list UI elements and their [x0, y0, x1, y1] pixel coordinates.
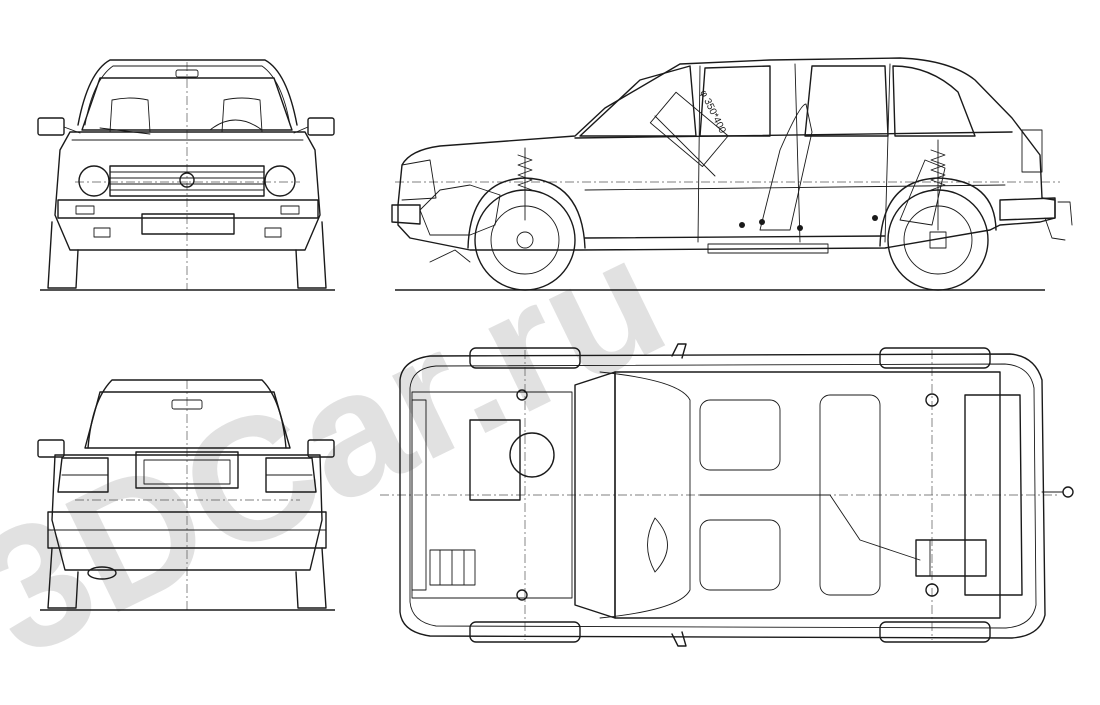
front-bumper: [57, 199, 319, 219]
side-sill-line: [584, 235, 886, 239]
top-front-strut-top: [516, 389, 528, 401]
top-mirror-left: [671, 343, 687, 359]
rear-brake-light: [171, 399, 203, 410]
top-seat-front-right: [699, 519, 781, 591]
top-view: [380, 343, 1074, 647]
foglight-right: [264, 227, 282, 238]
side-rear-hub: [929, 231, 947, 249]
exhaust-pipe: [87, 566, 117, 580]
rear-tyre-left: [47, 547, 79, 609]
grille-slats: [109, 171, 265, 191]
watermark-text: 3DCar.ru: [0, 199, 692, 694]
mirror-left: [37, 117, 65, 136]
side-b-pillar: [794, 63, 801, 243]
rear-bumper: [47, 511, 327, 549]
front-tyre-right: [295, 221, 327, 289]
top-rear-strut-top: [925, 393, 939, 407]
steering-wheel: [209, 119, 263, 131]
front-grille: [109, 165, 265, 197]
front-plate: [141, 213, 235, 235]
front-emblem: [179, 172, 195, 188]
rear-plate: [143, 459, 231, 485]
top-engine-block: [469, 419, 521, 501]
top-rear-window: [964, 394, 1023, 596]
rear-mirror-right: [307, 439, 335, 458]
top-wheel-front-left: [469, 347, 581, 369]
top-tow-hook: [1062, 486, 1074, 498]
top-muffler: [915, 539, 987, 577]
foglight-left: [93, 227, 111, 238]
rear-body: [51, 454, 323, 571]
indicator-left: [75, 205, 95, 215]
side-tow-hook: [1044, 201, 1073, 241]
mirror-right: [307, 117, 335, 136]
headlight-right: [264, 165, 296, 197]
side-front-hub: [516, 231, 534, 249]
rear-plate-recess: [135, 451, 239, 489]
rear-view: [37, 379, 335, 611]
side-headlamp: [401, 159, 437, 201]
side-front-bumper: [391, 204, 421, 225]
rear-mirror-left: [37, 439, 65, 458]
top-mirror-right: [671, 631, 687, 647]
interior-mirror: [175, 69, 199, 78]
rear-tyre-right: [295, 547, 327, 609]
front-view: [37, 59, 335, 291]
side-steering-column: [654, 115, 716, 177]
seat-left: [109, 97, 151, 133]
top-wheel-rear-left: [879, 347, 991, 369]
rear-window: [84, 391, 291, 449]
top-front-strut-bottom: [516, 589, 528, 601]
side-front-seat: [759, 103, 813, 231]
taillight-right: [265, 457, 317, 493]
top-radiator: [411, 399, 427, 591]
side-windshield-glass: [579, 65, 697, 137]
top-rear-strut-bottom: [925, 583, 939, 597]
side-rear-bumper: [999, 197, 1056, 221]
watermark: 3DCar.ru: [0, 199, 692, 694]
side-rear-seat: [899, 159, 946, 226]
side-quarter-glass: [892, 65, 976, 137]
side-body-outline: [397, 57, 1056, 251]
top-wheel-front-right: [469, 621, 581, 643]
indicator-right: [280, 205, 300, 215]
front-roofline: [77, 59, 298, 126]
side-front-door: [697, 65, 701, 243]
top-battery: [429, 549, 476, 586]
headlight-left: [78, 165, 110, 197]
side-view: φ 350*400: [391, 57, 1073, 291]
side-exhaust: [707, 243, 829, 254]
seat-right: [221, 97, 263, 133]
top-exhaust-route: [699, 494, 921, 561]
side-rear-door-glass: [804, 65, 889, 137]
top-seat-front-left: [699, 399, 781, 471]
top-cabin: [614, 371, 1001, 619]
side-rear-strut: [930, 139, 946, 231]
taillight-left: [57, 457, 109, 493]
top-body-outline: [399, 353, 1046, 639]
side-engine: [419, 184, 501, 236]
side-pedal-box: [649, 91, 729, 167]
side-rear-arch: [879, 177, 997, 247]
front-body: [54, 131, 321, 251]
front-tyre-left: [47, 221, 79, 289]
top-wheel-rear-right: [879, 621, 991, 643]
side-front-strut: [517, 147, 533, 221]
top-steering-wheel: [647, 517, 668, 573]
top-engine-air-filter: [509, 432, 555, 478]
side-rear-lamp: [1021, 129, 1043, 173]
side-belt-line: [574, 131, 1013, 139]
side-front-arch: [467, 177, 586, 249]
